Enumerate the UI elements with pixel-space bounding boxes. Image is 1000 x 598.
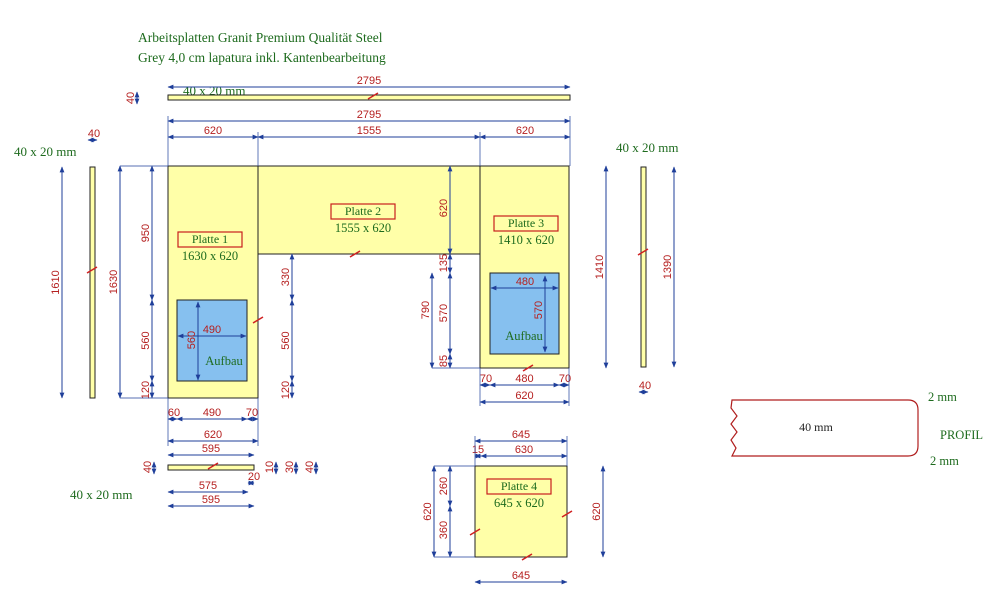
edge-mark-plate2 <box>349 250 361 258</box>
strip-left-thickness: 40 <box>88 128 100 140</box>
dim-p4-right-620: 620 <box>591 502 603 520</box>
dim-p4-bottom-645: 645 <box>512 570 530 582</box>
dim-plate1-120-right: 120 <box>280 381 292 399</box>
dim-p3-bottom-70b: 70 <box>559 373 571 385</box>
strip-bottom-30: 30 <box>284 461 296 473</box>
strip-top <box>167 94 571 101</box>
strip-bottom-thickness: 40 <box>142 461 154 473</box>
plate-3-name-box <box>493 215 559 232</box>
dim-sink3-width: 480 <box>516 276 534 288</box>
profile-label: PROFIL <box>940 428 984 442</box>
dim-plate1-330: 330 <box>280 268 292 286</box>
dim-p4-15: 15 <box>472 444 484 456</box>
plate-2-size: 1555 x 620 <box>335 221 391 235</box>
plate-4-name: Platte 4 <box>501 479 537 493</box>
profile-radius-bottom: 2 mm <box>930 454 959 468</box>
edge-mark-left-strip <box>86 266 98 274</box>
strip-bottom-20: 20 <box>248 471 260 483</box>
dim-p3-bottom-480: 480 <box>515 373 533 385</box>
dim-p1-bottom-60: 60 <box>168 407 180 419</box>
strip-left-length: 1610 <box>50 270 62 294</box>
plate-2-name: Platte 2 <box>345 204 381 218</box>
edge-mark-top-strip <box>367 92 379 100</box>
dim-plate1-width: 620 <box>204 125 222 137</box>
dim-p4-top-645: 645 <box>512 429 530 441</box>
dim-p4-360: 360 <box>438 521 450 539</box>
dim-p3-bottom-70a: 70 <box>480 373 492 385</box>
strip-left <box>89 166 96 399</box>
dim-plate3-85: 85 <box>438 355 450 367</box>
plate-1-name-box <box>177 231 243 248</box>
dim-plate3-width: 620 <box>516 125 534 137</box>
plate-2 <box>257 165 481 255</box>
dim-plate3-135: 135 <box>438 254 450 272</box>
title-line-1: Arbeitsplatten Granit Premium Qualität S… <box>138 30 383 45</box>
profile-radius-top: 2 mm <box>928 390 957 404</box>
dim-p1-bottom-490: 490 <box>203 407 221 419</box>
dim-sink1-width: 490 <box>203 324 221 336</box>
strip-right-label: 40 x 20 mm <box>616 140 679 155</box>
edge-mark-plate1 <box>252 316 264 324</box>
strip-bottom-595-top: 595 <box>202 443 220 455</box>
dim-sink3-height: 570 <box>533 301 545 319</box>
dim-plate1-560-left: 560 <box>140 331 152 349</box>
sink1-label: Aufbau <box>205 354 243 368</box>
dim-p1-bottom-70: 70 <box>246 407 258 419</box>
dim-p4-260: 260 <box>438 477 450 495</box>
dim-p4-left-620: 620 <box>422 502 434 520</box>
strip-right <box>640 166 647 368</box>
plate-1-name: Platte 1 <box>192 232 228 246</box>
dim-sink1-height: 560 <box>186 331 198 349</box>
strip-top-length: 2795 <box>357 75 381 87</box>
dim-plate1-length: 1630 <box>108 270 120 294</box>
plate-4 <box>474 465 568 558</box>
sink-plate-1 <box>176 299 248 382</box>
sink3-label: Aufbau <box>505 329 543 343</box>
dim-p3-bottom-620: 620 <box>515 390 533 402</box>
dim-plate1-560-right: 560 <box>280 331 292 349</box>
dim-plate1-950: 950 <box>140 224 152 242</box>
dim-plate3-length: 1410 <box>594 255 606 279</box>
edge-mark-right-strip <box>637 248 649 256</box>
plates <box>89 94 919 558</box>
plate-1-size: 1630 x 620 <box>182 249 238 263</box>
strip-top-thickness: 40 <box>125 92 137 104</box>
strip-right-length: 1390 <box>662 255 674 279</box>
dim-p1-bottom-620: 620 <box>204 429 222 441</box>
strip-bottom-575: 575 <box>199 480 217 492</box>
strip-right-thickness: 40 <box>639 380 651 392</box>
strip-bottom-595-bottom: 595 <box>202 494 220 506</box>
strip-bottom-label: 40 x 20 mm <box>70 487 133 502</box>
edge-mark-plate4-right <box>561 510 573 518</box>
dim-plate2-width: 1555 <box>357 125 381 137</box>
edge-mark-plate3 <box>522 364 534 372</box>
dim-plate3-790: 790 <box>420 301 432 319</box>
strip-bottom-40: 40 <box>304 461 316 473</box>
edge-mark-bottom-strip <box>207 462 219 470</box>
plate-3-name: Platte 3 <box>508 216 544 230</box>
plate-4-size: 645 x 620 <box>494 496 544 510</box>
title-line-2: Grey 4,0 cm lapatura inkl. Kantenbearbei… <box>138 50 386 65</box>
strip-bottom-10: 10 <box>264 461 276 473</box>
profile-width: 40 mm <box>799 420 833 434</box>
plate-3-size: 1410 x 620 <box>498 233 554 247</box>
plate-4-name-box <box>486 478 552 495</box>
dim-plate1-120-left: 120 <box>140 381 152 399</box>
edge-mark-plate4-left <box>469 528 481 536</box>
profile-shape <box>730 399 919 457</box>
dim-total-2795: 2795 <box>357 109 381 121</box>
strip-left-label: 40 x 20 mm <box>14 144 77 159</box>
dimensions: 2795 40 2795 620 1555 620 1610 40 1630 950 560 120 3… <box>50 75 677 585</box>
dim-plate3-570: 570 <box>438 304 450 322</box>
dim-plate2-depth: 620 <box>438 199 450 217</box>
plate-2-name-box <box>330 203 396 220</box>
dim-p4-630: 630 <box>515 444 533 456</box>
edge-mark-plate4-bottom <box>521 553 533 561</box>
